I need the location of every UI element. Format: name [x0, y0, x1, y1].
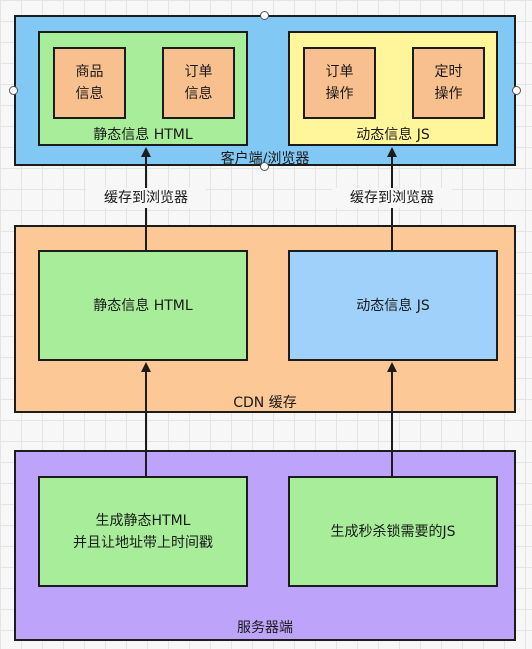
product-info-box[interactable]: 商品 信息	[53, 47, 126, 119]
selection-handle-right[interactable]	[512, 86, 521, 95]
selection-handle-left[interactable]	[9, 86, 18, 95]
order-info-box[interactable]: 订单 信息	[162, 47, 235, 119]
client-static-group-label: 静态信息 HTML	[93, 127, 193, 143]
server-layer-title: 服务器端	[237, 620, 293, 636]
client-layer-title: 客户端/浏览器	[220, 151, 310, 167]
generate-static-html-box[interactable]: 生成静态HTML 并且让地址带上时间戳	[38, 476, 248, 587]
cdn-dynamic-js-box[interactable]: 动态信息 JS	[288, 250, 498, 361]
cdn-layer-title: CDN 缓存	[233, 395, 297, 411]
order-operation-box[interactable]: 订单 操作	[303, 47, 376, 119]
edge-label-cache-left: 缓存到浏览器	[86, 188, 206, 208]
client-dynamic-group-label: 动态信息 JS	[356, 127, 430, 143]
edge-label-cache-right: 缓存到浏览器	[332, 188, 452, 208]
timer-operation-box[interactable]: 定时 操作	[412, 47, 485, 119]
selection-handle-top[interactable]	[260, 11, 269, 20]
cdn-static-html-box[interactable]: 静态信息 HTML	[38, 250, 248, 361]
generate-seckill-js-box[interactable]: 生成秒杀锁需要的JS	[288, 476, 498, 587]
selection-handle-bottom[interactable]	[260, 162, 269, 171]
